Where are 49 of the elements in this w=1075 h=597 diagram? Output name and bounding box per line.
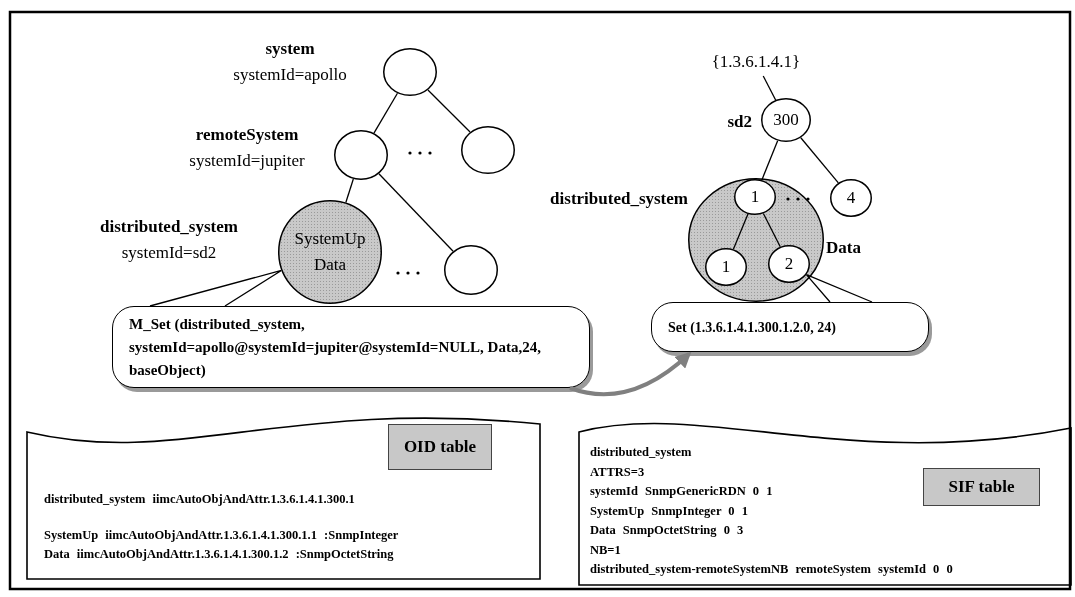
tree-edge: [762, 212, 781, 248]
node-label: {1.3.6.1.4.1}: [711, 51, 801, 73]
table-row-text: Data SnmpOctetString 0 3: [590, 522, 744, 539]
table-row-text: ATTRS=3: [590, 463, 645, 481]
table-row-text: SystemUp iimcAutoObjAndAttr.1.3.6.1.4.1.300.1.1 :SnmpInteger: [44, 526, 399, 544]
tree-node-circle: [461, 126, 515, 174]
tree-edge: [373, 92, 399, 134]
node-caption: distributed_system: [549, 188, 688, 210]
table-row-text: SystemUp SnmpInteger 0 1: [590, 502, 748, 520]
node-label: 1: [721, 256, 731, 278]
table-row-text: distributed_system: [590, 444, 692, 461]
tree-node-circle: [830, 179, 872, 217]
node-caption: sd2: [726, 111, 752, 133]
function-call-text: M_Set (distributed_system, systemId=apollo@systemId=jupiter@systemId=NULL, Data,24, baseObject): [129, 314, 542, 380]
table-title-tag: [388, 424, 492, 470]
node-label: 4: [846, 187, 856, 209]
node-caption: system: [264, 38, 316, 60]
tree-edge: [732, 213, 749, 250]
node-label: SystemUp: [294, 228, 366, 250]
node-caption: systemId=apollo: [232, 64, 348, 86]
tree-node-circle: [705, 248, 747, 286]
node-label: 2: [784, 253, 794, 275]
node-label: 300: [773, 109, 799, 131]
tree-node-circle: [444, 245, 498, 295]
table-row-text: distributed_system iimcAutoObjAndAttr.1.3.6.1.4.1.300.1: [44, 491, 355, 508]
tree-edge: [762, 75, 777, 101]
tree-edge: [345, 178, 354, 204]
arrow: [569, 351, 692, 397]
node-label: Data: [313, 254, 347, 276]
table-row-text: NB=1: [590, 541, 621, 559]
node-caption: distributed_system: [99, 216, 239, 238]
callout-tail: [805, 274, 873, 303]
node-caption: remoteSystem: [194, 124, 300, 146]
table-title: OID table: [403, 436, 477, 458]
node-caption: Data: [826, 237, 862, 259]
node-label: 1: [750, 186, 760, 208]
tree-edge: [378, 173, 454, 252]
tree-edge: [800, 137, 839, 184]
table-row-text: Data iimcAutoObjAndAttr.1.3.6.1.4.1.300.1.2 :SnmpOctetString: [44, 546, 394, 563]
table-row-text: distributed_system-remoteSystemNB remoteSystem systemId 0 0: [590, 561, 953, 578]
function-call-text: Set (1.3.6.1.4.1.300.1.2.0, 24): [668, 318, 836, 337]
node-caption: systemId=sd2: [120, 242, 218, 264]
table-row-text: systemId SnmpGenericRDN 0 1: [590, 483, 773, 500]
table-title-tag: [923, 468, 1040, 506]
tree-edge: [761, 140, 779, 181]
table-title: SIF table: [948, 476, 1015, 498]
callout-tail: [149, 269, 282, 307]
node-caption: systemId=jupiter: [188, 150, 306, 172]
tree-edge: [427, 89, 471, 133]
